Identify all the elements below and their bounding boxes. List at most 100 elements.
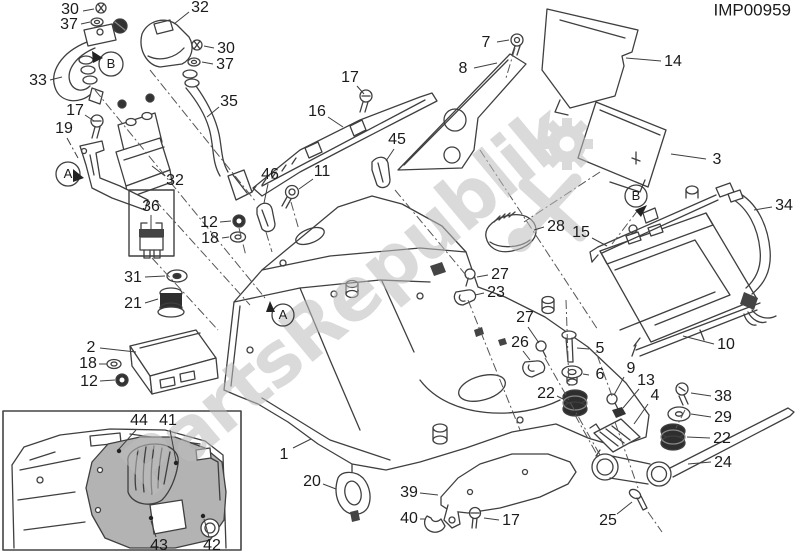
callout-label: 17 — [341, 69, 359, 86]
callout-label: 18 — [79, 355, 97, 372]
callout-leader — [173, 11, 190, 25]
part-screw-7 — [510, 33, 524, 56]
callout-label: 16 — [308, 103, 326, 120]
callout-label: 35 — [220, 93, 238, 110]
callout-leader — [686, 436, 711, 439]
part-screw-25 — [628, 488, 648, 511]
part-bracket-19 — [79, 140, 149, 211]
view-marker-letter: B — [107, 56, 116, 71]
callout-label: 3 — [713, 151, 722, 168]
callout-label: 42 — [203, 537, 221, 553]
callout-leader — [419, 492, 439, 496]
callout-label: 32 — [191, 0, 209, 16]
part-ecu-3 — [577, 101, 667, 193]
part-clamp-23 — [453, 289, 477, 306]
part-grommet-22b — [660, 423, 686, 451]
callout-leader — [356, 85, 365, 95]
callout-label: 40 — [400, 510, 418, 527]
part-washer-18b — [106, 358, 122, 370]
callout-leader — [670, 153, 707, 160]
callout-label: 8 — [459, 60, 468, 77]
part-cable-33 — [53, 2, 128, 105]
callout-leader — [385, 148, 395, 162]
callout-leader — [613, 376, 625, 396]
callout-label: 19 — [55, 120, 73, 137]
callout-leader — [527, 326, 540, 344]
callout-leader — [322, 483, 337, 490]
view-marker-circle — [98, 51, 124, 77]
callout-label: 15 — [572, 224, 590, 241]
part-bracket-24 — [591, 407, 795, 487]
callout-label: 27 — [516, 309, 534, 326]
callout-leader — [483, 517, 500, 521]
callout-label: 22 — [713, 430, 731, 447]
callout-leader — [203, 518, 210, 538]
callout-label: 17 — [502, 512, 520, 529]
callout-label: 1 — [280, 446, 289, 463]
image-code: IMP00959 — [714, 0, 792, 19]
part-support-20 — [335, 471, 371, 522]
callout-label: 9 — [627, 360, 636, 377]
callout-label: 22 — [537, 385, 555, 402]
callout-leader — [625, 57, 662, 62]
part-grommet-22a — [562, 389, 588, 417]
view-marker-circle — [271, 303, 295, 327]
callout-label: 37 — [60, 16, 78, 33]
callout-leader — [144, 298, 159, 304]
part-bolt-11 — [281, 184, 300, 209]
part-clamp-40 — [423, 515, 446, 533]
part-cable-35 — [182, 39, 253, 201]
callout-leader — [80, 21, 91, 25]
callout-label: 36 — [142, 198, 160, 215]
callout-label: 20 — [303, 473, 321, 490]
view-marker-arrow — [266, 301, 275, 312]
callout-leader — [49, 76, 63, 81]
part-cable-34 — [715, 182, 777, 326]
callout-label: 10 — [717, 336, 735, 353]
callout-leader — [576, 347, 590, 350]
callout-leader — [753, 206, 773, 211]
callout-label: 30 — [61, 1, 79, 18]
callout-leader — [690, 413, 712, 418]
part-cap-13 — [612, 407, 626, 418]
part-nut-12-washer-18-top — [229, 214, 247, 243]
callout-leader — [533, 226, 545, 231]
callout-label: 45 — [388, 131, 406, 148]
part-bracket-8 — [397, 53, 527, 171]
callout-dot — [200, 513, 206, 519]
callout-label: 23 — [487, 284, 505, 301]
callout-leader — [622, 388, 640, 409]
part-main-frame — [223, 195, 650, 475]
callout-leader — [219, 220, 232, 223]
callout-label: 24 — [714, 454, 732, 471]
part-screw-27a — [464, 268, 476, 287]
part-shim-46 — [256, 202, 276, 233]
part-washer-29 — [667, 406, 691, 422]
callout-label: 27 — [491, 266, 509, 283]
callout-label: 12 — [80, 373, 98, 390]
part-cover-14 — [541, 8, 639, 116]
view-marker-letter: A — [279, 307, 288, 322]
view-marker-letter: B — [632, 188, 641, 203]
part-clamp-26 — [522, 360, 546, 378]
callout-leader — [591, 237, 608, 247]
part-screw-17a — [90, 114, 104, 139]
callout-dot — [116, 448, 122, 454]
callout-label: 38 — [714, 388, 732, 405]
callout-leader — [298, 178, 314, 190]
callout-leader — [476, 274, 489, 278]
construction-lines — [94, 47, 686, 533]
callout-leader — [118, 429, 137, 450]
callout-label: 26 — [511, 334, 529, 351]
part-relay-32 — [115, 93, 173, 199]
callout-label: 5 — [596, 340, 605, 357]
callout-label: 2 — [87, 339, 96, 356]
callout-dot — [148, 515, 154, 521]
wrench-icon — [513, 173, 587, 247]
part-bolt-5 — [561, 330, 577, 363]
callout-label: 13 — [637, 372, 655, 389]
callout-leader — [556, 395, 564, 400]
callout-label: 34 — [775, 197, 793, 214]
callout-label: 33 — [29, 72, 47, 89]
